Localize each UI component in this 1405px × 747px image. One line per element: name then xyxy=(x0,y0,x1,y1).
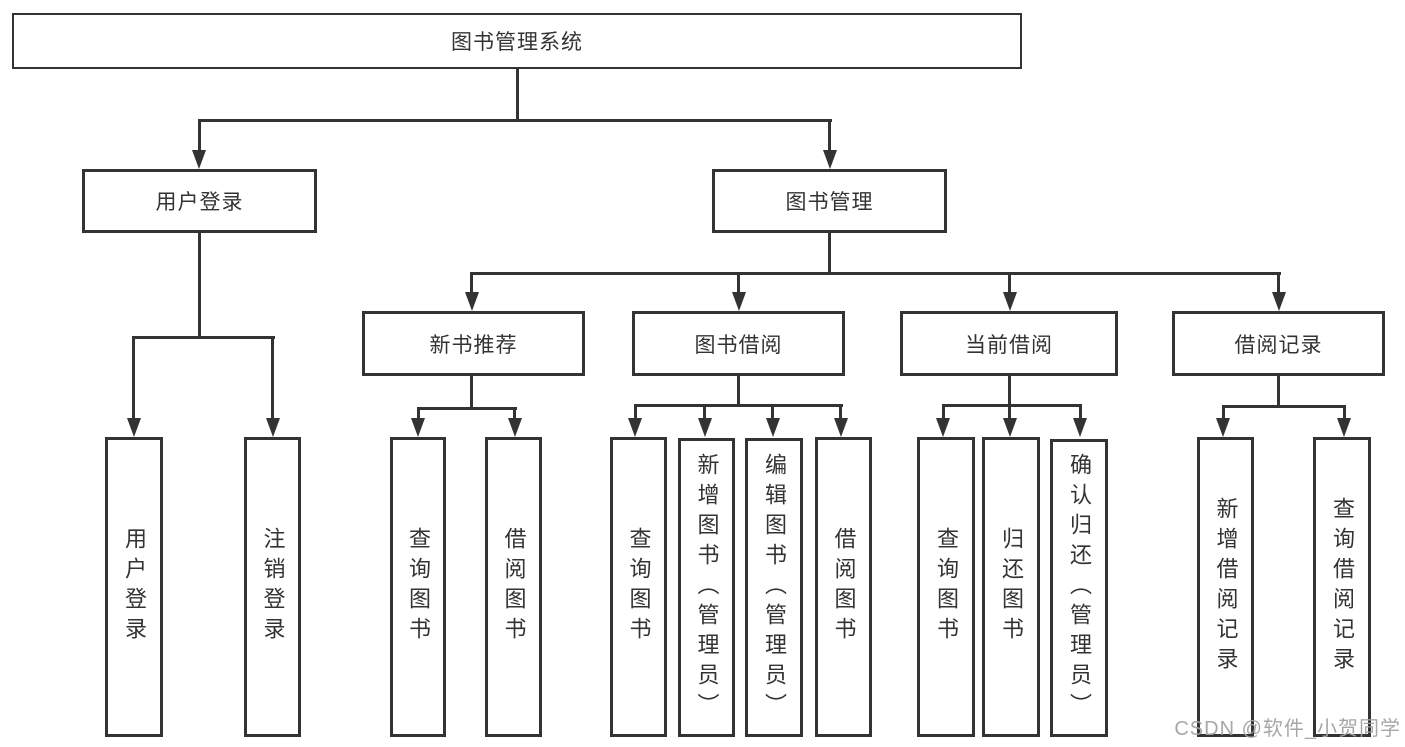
arrow-down-icon xyxy=(508,418,522,437)
connector xyxy=(737,272,740,294)
connector xyxy=(1079,404,1082,421)
connector xyxy=(133,336,275,339)
leaf-query-books-current: 查询图书 xyxy=(917,437,975,737)
leaf-add-borrow-record: 新增借阅记录 xyxy=(1197,437,1254,737)
connector xyxy=(198,233,201,339)
leaf-return-books: 归还图书 xyxy=(982,437,1040,737)
connector xyxy=(771,404,774,421)
leaf-borrow-books-recommend: 借阅图书 xyxy=(485,437,542,737)
leaf-query-books-recommend: 查询图书 xyxy=(390,437,446,737)
arrow-down-icon xyxy=(411,418,425,437)
leaf-add-books-admin: 新增图书（管理员） xyxy=(678,438,735,737)
connector xyxy=(417,407,420,421)
arrow-down-icon xyxy=(823,150,837,169)
arrow-down-icon xyxy=(936,418,950,437)
connector xyxy=(470,272,473,294)
connector xyxy=(634,404,637,421)
arrow-down-icon xyxy=(1216,418,1230,437)
connector xyxy=(737,376,740,407)
connector xyxy=(513,407,516,421)
node-library-management-system: 图书管理系统 xyxy=(12,13,1022,69)
connector xyxy=(198,119,832,122)
arrow-down-icon xyxy=(266,418,280,437)
arrow-down-icon xyxy=(127,418,141,437)
connector xyxy=(1343,405,1346,421)
connector xyxy=(198,119,201,152)
connector xyxy=(471,272,1281,275)
arrow-down-icon xyxy=(465,292,479,311)
connector xyxy=(828,233,831,275)
arrow-down-icon xyxy=(192,150,206,169)
arrow-down-icon xyxy=(1073,418,1087,437)
connector xyxy=(1277,272,1280,294)
arrow-down-icon xyxy=(834,418,848,437)
node-book-borrow: 图书借阅 xyxy=(632,311,845,376)
connector xyxy=(516,69,519,121)
connector xyxy=(828,119,831,152)
arrow-down-icon xyxy=(766,418,780,437)
arrow-down-icon xyxy=(628,418,642,437)
node-book-management: 图书管理 xyxy=(712,169,947,233)
connector xyxy=(271,336,274,420)
leaf-query-books-borrow: 查询图书 xyxy=(610,437,667,737)
node-current-borrow: 当前借阅 xyxy=(900,311,1118,376)
connector xyxy=(942,404,1082,407)
node-user-login: 用户登录 xyxy=(82,169,317,233)
leaf-confirm-return-admin: 确认归还（管理员） xyxy=(1050,439,1108,737)
node-borrow-records: 借阅记录 xyxy=(1172,311,1385,376)
arrow-down-icon xyxy=(732,292,746,311)
connector xyxy=(417,407,517,410)
connector xyxy=(942,404,945,421)
connector xyxy=(1222,405,1225,421)
connector xyxy=(132,336,135,420)
leaf-borrow-books: 借阅图书 xyxy=(815,437,872,737)
connector xyxy=(703,404,706,421)
node-new-book-recommend: 新书推荐 xyxy=(362,311,585,376)
connector xyxy=(1008,376,1011,407)
leaf-logout: 注销登录 xyxy=(244,437,301,737)
arrow-down-icon xyxy=(1272,292,1286,311)
arrow-down-icon xyxy=(1003,418,1017,437)
arrow-down-icon xyxy=(698,418,712,437)
connector xyxy=(470,376,473,410)
connector xyxy=(1277,376,1280,408)
leaf-user-login: 用户登录 xyxy=(105,437,163,737)
connector xyxy=(1008,404,1011,421)
connector xyxy=(634,404,843,407)
leaf-query-borrow-record: 查询借阅记录 xyxy=(1313,437,1371,737)
arrow-down-icon xyxy=(1337,418,1351,437)
connector xyxy=(1222,405,1346,408)
arrow-down-icon xyxy=(1003,292,1017,311)
connector xyxy=(839,404,842,421)
csdn-watermark: CSDN @软件_小贺同学 xyxy=(1174,718,1401,740)
connector xyxy=(1008,272,1011,294)
leaf-edit-books-admin: 编辑图书（管理员） xyxy=(745,438,803,737)
